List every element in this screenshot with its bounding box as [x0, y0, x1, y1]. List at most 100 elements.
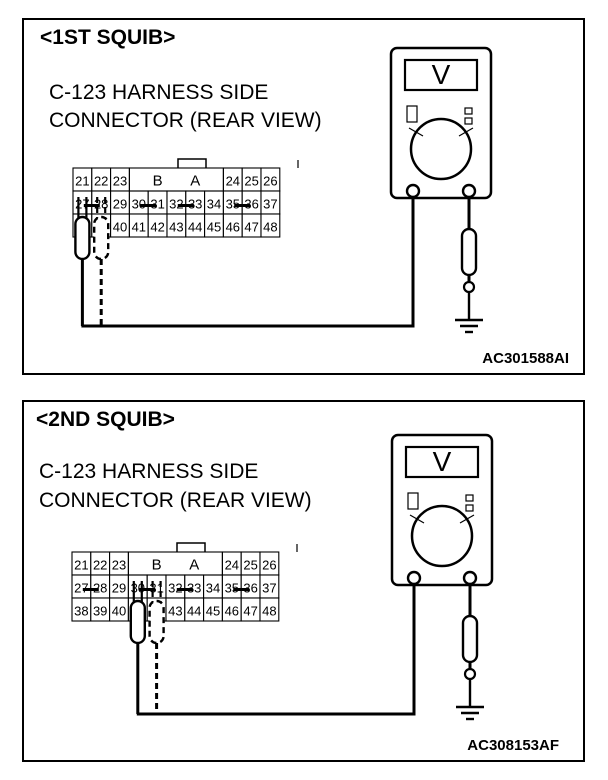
probe-tip	[96, 197, 107, 219]
range-icon	[406, 105, 418, 123]
pin-number: 38	[74, 604, 88, 619]
range-icon	[407, 492, 419, 510]
pin-number: 22	[94, 174, 108, 189]
dial-pointer	[409, 514, 475, 524]
housing-section	[128, 167, 224, 192]
connector-latch	[176, 542, 206, 552]
pin-number: 43	[169, 220, 183, 235]
pin-number: 32	[169, 197, 183, 212]
probe-tip	[77, 197, 88, 219]
dc-voltage-icon: V	[433, 446, 452, 477]
pin-number: 37	[262, 581, 276, 596]
pin-number: 42	[150, 220, 164, 235]
pin-number: 24	[226, 174, 240, 189]
pin-number: 48	[262, 604, 276, 619]
pin-number: 48	[263, 220, 277, 235]
connector-label-line1: C-123 HARNESS SIDE	[39, 460, 259, 483]
pin-number: 43	[168, 604, 182, 619]
pin-number: 29	[113, 197, 127, 212]
pin-number: 23	[113, 174, 127, 189]
panel-title: <1ST SQUIB>	[40, 26, 176, 49]
meter-terminal	[461, 183, 477, 199]
connector-latch	[177, 158, 207, 168]
pin-number: 35	[225, 581, 239, 596]
pin-number: 27	[74, 581, 88, 596]
pin-number: 31	[150, 197, 164, 212]
pin-number: 47	[243, 604, 257, 619]
pin-number: 26	[262, 558, 276, 573]
pin-number: 33	[188, 197, 202, 212]
row-label: A	[189, 557, 199, 574]
meter-display	[404, 445, 480, 479]
ground-probe-body	[460, 227, 478, 277]
pin-number: 44	[187, 604, 201, 619]
selector-dial	[410, 504, 474, 568]
pin-number: 34	[207, 197, 221, 212]
mode-icon	[464, 117, 473, 125]
mode-icon	[465, 504, 474, 512]
probe-body	[148, 599, 165, 645]
probe-tip	[151, 581, 162, 603]
pin-number: 25	[244, 174, 258, 189]
pin-number: 45	[207, 220, 221, 235]
pin-number: 36	[243, 581, 257, 596]
dial-pointer	[408, 127, 474, 137]
row-label: B	[152, 557, 162, 574]
pin-number: 47	[244, 220, 258, 235]
meter-terminal	[462, 570, 478, 586]
pin-number: 30	[132, 197, 146, 212]
pin-number: 23	[112, 558, 126, 573]
squib-1-panel: <1ST SQUIB> C-123 HARNESS SIDE CONNECTOR…	[22, 18, 585, 375]
selector-dial	[409, 117, 473, 181]
pin-number: 40	[112, 604, 126, 619]
pin-number: 45	[206, 604, 220, 619]
diagram-code: AC308153AF	[467, 737, 559, 754]
pin-cavity	[259, 597, 280, 622]
mode-icon	[464, 107, 473, 115]
pin-number: 35	[226, 197, 240, 212]
pin-number: 26	[263, 174, 277, 189]
mode-icon	[465, 494, 474, 502]
pin-number: 46	[225, 604, 239, 619]
ground-probe-body	[461, 614, 479, 664]
row-label: A	[190, 173, 200, 190]
probe-body	[74, 215, 91, 261]
pin-number: 39	[93, 604, 107, 619]
probe-body	[92, 215, 110, 261]
connector-label-line1: C-123 HARNESS SIDE	[49, 81, 269, 104]
pin-number: 32	[168, 581, 182, 596]
pin-number: 40	[113, 220, 127, 235]
dc-voltage-icon: V	[432, 59, 451, 90]
probe-body	[129, 599, 147, 645]
ground-symbol-icon	[455, 318, 483, 334]
ground-symbol-icon	[456, 705, 484, 721]
ground-clip	[463, 667, 477, 681]
diagram-code: AC301588AI	[482, 350, 569, 367]
panel-title: <2ND SQUIB>	[36, 408, 175, 431]
voltmeter: V	[389, 46, 493, 200]
pin-number: 24	[225, 558, 239, 573]
connector-label-line2: CONNECTOR (REAR VIEW)	[39, 489, 312, 512]
pin-cavity	[260, 213, 281, 238]
pin-number: 46	[226, 220, 240, 235]
meter-display	[403, 58, 479, 92]
pin-number: 21	[75, 174, 89, 189]
meter-terminal	[406, 570, 422, 586]
wiring-diagram: 212223BA24252627282930313233343536373839…	[72, 46, 493, 334]
pin-number: 21	[74, 558, 88, 573]
meter-terminal	[405, 183, 421, 199]
test-lead-wire	[136, 584, 416, 716]
pin-number: 28	[93, 581, 107, 596]
row-label: B	[153, 173, 163, 190]
squib-2-panel: <2ND SQUIB> C-123 HARNESS SIDE CONNECTOR…	[22, 400, 585, 762]
pin-number: 25	[243, 558, 257, 573]
pin-number: 41	[132, 220, 146, 235]
pin-number: 36	[244, 197, 258, 212]
pin-number: 37	[263, 197, 277, 212]
ground-clip	[462, 280, 476, 294]
probe-tip	[132, 581, 143, 603]
pin-number: 44	[188, 220, 202, 235]
voltmeter: V	[390, 433, 494, 587]
